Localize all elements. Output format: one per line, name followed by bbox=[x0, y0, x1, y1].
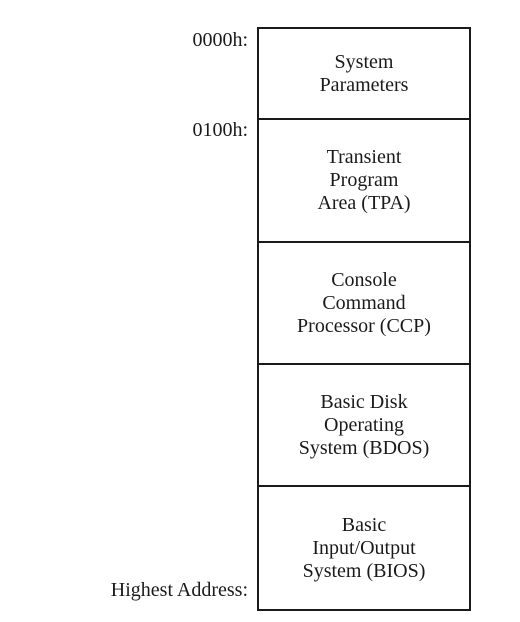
memory-block-label: Console Command Processor (CCP) bbox=[297, 268, 431, 337]
memory-block-system-parameters: System Parameters bbox=[259, 29, 469, 120]
address-label-0100h: 0100h: bbox=[192, 119, 248, 141]
memory-block-label: Transient Program Area (TPA) bbox=[317, 146, 411, 214]
memory-block-tpa: Transient Program Area (TPA) bbox=[259, 120, 469, 243]
memory-block-label: Basic Disk Operating System (BDOS) bbox=[298, 390, 430, 459]
memory-block-bdos: Basic Disk Operating System (BDOS) bbox=[259, 365, 469, 487]
memory-map-column: System Parameters Transient Program Area… bbox=[257, 27, 471, 611]
memory-block-bios: Basic Input/Output System (BIOS) bbox=[259, 487, 469, 609]
memory-block-label: System Parameters bbox=[319, 50, 409, 96]
address-label-0000h: 0000h: bbox=[192, 29, 248, 51]
address-label-highest: Highest Address: bbox=[110, 579, 248, 601]
memory-block-label: Basic Input/Output System (BIOS) bbox=[302, 513, 426, 582]
memory-block-ccp: Console Command Processor (CCP) bbox=[259, 243, 469, 365]
